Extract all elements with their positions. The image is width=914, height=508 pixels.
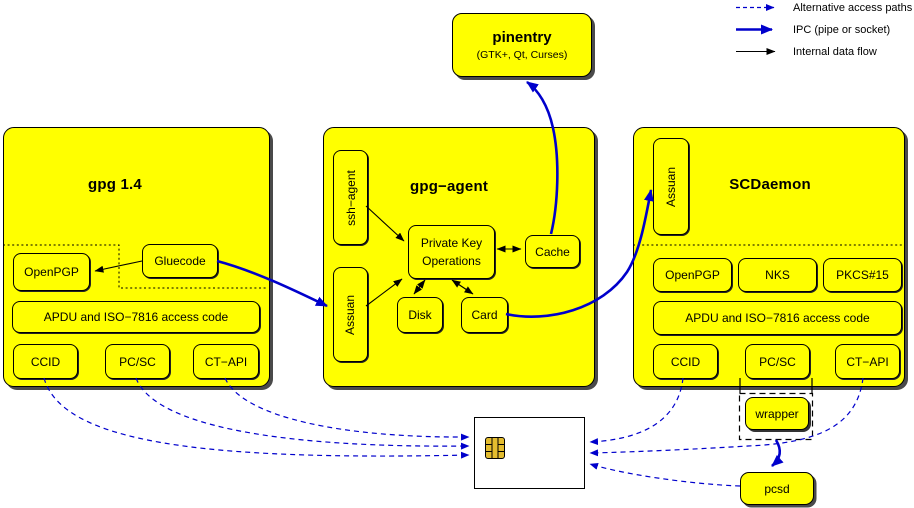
legend-label: IPC (pipe or socket) xyxy=(793,23,891,36)
scdaemon-nks-node: NKS xyxy=(738,258,817,292)
legend-item-ipc: IPC (pipe or socket) xyxy=(734,23,890,36)
scdaemon-assuan-node: Assuan xyxy=(653,138,689,235)
gpg14-pcsc-label: PC/SC xyxy=(119,354,156,369)
legend: Alternative access paths IPC (pipe or so… xyxy=(700,0,914,66)
scdaemon-pcsc-label: PC/SC xyxy=(759,354,796,369)
gpg14-apdu-label: APDU and ISO−7816 access code xyxy=(43,310,229,324)
gpg-agent-assuan-node: Assuan xyxy=(333,267,368,362)
scdaemon-ccid-label: CCID xyxy=(670,354,701,369)
smartcard xyxy=(474,417,585,489)
dashed-pcsd-to-smartcard xyxy=(589,463,741,487)
pcsd-node: pcsd xyxy=(740,472,814,505)
disk-label: Disk xyxy=(408,308,432,322)
solid-blue-arrow-icon xyxy=(736,24,773,35)
cache-node: Cache xyxy=(525,235,580,268)
gpg14-gluecode-label: Gluecode xyxy=(154,254,206,268)
pinentry-title: pinentry xyxy=(492,29,552,46)
scdaemon-pkcs15-node: PKCS#15 xyxy=(823,258,902,292)
private-key-operations-node: Private Key Operations xyxy=(408,225,495,279)
dashed-blue-arrow-icon xyxy=(736,4,775,11)
card-label: Card xyxy=(471,308,498,322)
gpg14-ctapi-label: CT−API xyxy=(204,354,248,369)
solid-black-arrow-icon xyxy=(736,48,776,55)
gpg-agent-sshagent-label: ssh−agent xyxy=(343,169,358,226)
scdaemon-apdu-label: APDU and ISO−7816 access code xyxy=(685,311,870,325)
legend-item-alternative: Alternative access paths xyxy=(734,1,912,14)
gpg-agent-assuan-label: Assuan xyxy=(343,294,358,335)
legend-item-internal: Internal data flow xyxy=(734,45,877,58)
scdaemon-assuan-label: Assuan xyxy=(664,166,678,207)
gpg-agent-title: gpg−agent xyxy=(409,178,489,195)
pcsd-label: pcsd xyxy=(764,481,790,496)
scdaemon-openpgp-node: OpenPGP xyxy=(653,258,732,292)
scdaemon-pkcs15-label: PKCS#15 xyxy=(836,268,889,282)
disk-node: Disk xyxy=(397,297,443,333)
gpg14-ccid-node: CCID xyxy=(13,344,78,379)
dashed-scdaemon-ctapi-to-smartcard xyxy=(589,377,864,457)
arrow-wrapper-to-pcsd xyxy=(771,439,784,467)
legend-label: Internal data flow xyxy=(793,45,877,58)
scdaemon-ccid-node: CCID xyxy=(653,344,718,379)
private-key-line2: Operations xyxy=(422,253,481,268)
scdaemon-pcsc-node: PC/SC xyxy=(745,344,810,379)
pinentry-node: pinentry (GTK+, Qt, Curses) xyxy=(452,13,592,77)
legend-label: Alternative access paths xyxy=(793,1,913,14)
scdaemon-ctapi-label: CT−API xyxy=(846,354,889,369)
dashed-gpg14-pcsc-to-smartcard xyxy=(135,377,470,450)
dashed-scdaemon-ccid-to-smartcard xyxy=(589,377,684,446)
gpg14-ctapi-node: CT−API xyxy=(193,344,259,379)
dashed-gpg14-ccid-to-smartcard xyxy=(43,377,470,459)
scdaemon-nks-label: NKS xyxy=(765,268,790,282)
pinentry-subtitle: (GTK+, Qt, Curses) xyxy=(476,49,568,61)
wrapper-label: wrapper xyxy=(755,406,799,421)
private-key-line1: Private Key xyxy=(420,235,483,250)
smartcard-chip-icon xyxy=(485,437,505,459)
scdaemon-openpgp-label: OpenPGP xyxy=(665,268,720,282)
scdaemon-title: SCDaemon xyxy=(729,176,811,193)
gpg14-pcsc-node: PC/SC xyxy=(105,344,170,379)
gpg14-openpgp-label: OpenPGP xyxy=(24,265,79,279)
gpg-agent-sshagent-node: ssh−agent xyxy=(333,150,368,245)
scdaemon-apdu-node: APDU and ISO−7816 access code xyxy=(653,301,902,335)
cache-label: Cache xyxy=(535,244,570,259)
gpg14-gluecode-node: Gluecode xyxy=(142,244,218,278)
gpg14-title: gpg 1.4 xyxy=(88,176,142,193)
card-node: Card xyxy=(461,297,508,333)
wrapper-node: wrapper xyxy=(745,397,809,430)
gpg14-openpgp-node: OpenPGP xyxy=(13,253,90,291)
scdaemon-ctapi-node: CT−API xyxy=(835,344,900,379)
gpg14-ccid-label: CCID xyxy=(30,354,61,369)
gpg14-apdu-node: APDU and ISO−7816 access code xyxy=(12,301,260,333)
